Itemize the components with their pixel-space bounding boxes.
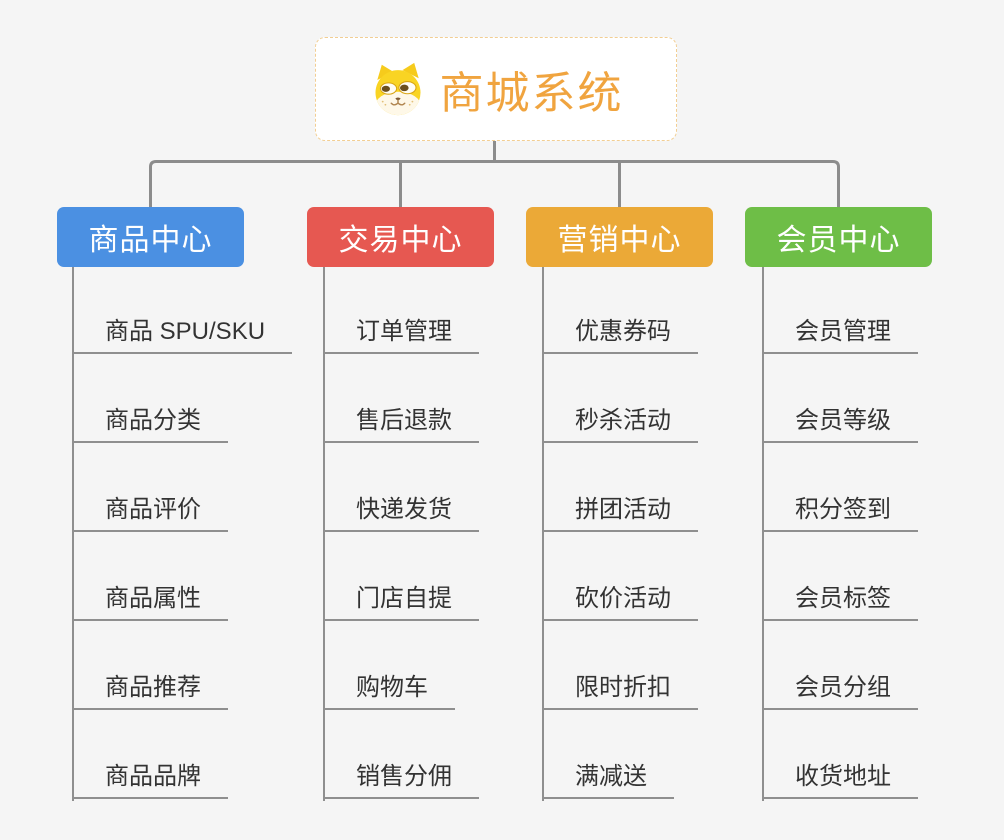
leaf-node[interactable]: 商品 SPU/SKU: [72, 316, 293, 355]
leaf-node[interactable]: 会员分组: [762, 672, 918, 711]
branch-children-member-center: 会员管理 会员等级 积分签到 会员标签 会员分组 收货地址: [762, 267, 992, 801]
branch-node-member-center[interactable]: 会员中心: [745, 207, 932, 267]
root-node[interactable]: 商城系统: [315, 37, 677, 141]
branch-node-product-center[interactable]: 商品中心: [57, 207, 244, 267]
leaf-node[interactable]: 销售分佣: [323, 761, 479, 800]
root-node-label: 商城系统: [439, 69, 624, 118]
leaf-node[interactable]: 购物车: [323, 672, 455, 711]
branch-node-trade-center[interactable]: 交易中心: [307, 207, 494, 267]
leaf-node[interactable]: 会员等级: [762, 405, 918, 444]
leaf-node[interactable]: 优惠券码: [542, 316, 698, 355]
leaf-node[interactable]: 秒杀活动: [542, 405, 698, 444]
leaf-node[interactable]: 限时折扣: [542, 672, 698, 711]
leaf-node[interactable]: 门店自提: [323, 583, 479, 622]
dog-face-icon: [375, 62, 420, 116]
leaf-node[interactable]: 满减送: [542, 761, 674, 800]
branch-node-marketing-center[interactable]: 营销中心: [526, 207, 713, 267]
branch-children-trade-center: 订单管理 售后退款 快递发货 门店自提 购物车 销售分佣: [323, 267, 553, 801]
leaf-node[interactable]: 会员标签: [762, 583, 918, 622]
leaf-node[interactable]: 商品分类: [72, 405, 228, 444]
leaf-node[interactable]: 商品评价: [72, 494, 228, 533]
leaf-node[interactable]: 售后退款: [323, 405, 479, 444]
leaf-node[interactable]: 商品推荐: [72, 672, 228, 711]
leaf-node[interactable]: 收货地址: [762, 761, 918, 800]
leaf-node[interactable]: 拼团活动: [542, 494, 698, 533]
branch-children-product-center: 商品 SPU/SKU 商品分类 商品评价 商品属性 商品推荐 商品品牌: [72, 267, 302, 801]
leaf-node[interactable]: 积分签到: [762, 494, 918, 533]
leaf-node[interactable]: 订单管理: [323, 316, 479, 355]
leaf-node[interactable]: 快递发货: [323, 494, 479, 533]
leaf-node[interactable]: 会员管理: [762, 316, 918, 355]
leaf-node[interactable]: 砍价活动: [542, 583, 698, 622]
leaf-node[interactable]: 商品品牌: [72, 761, 228, 800]
leaf-node[interactable]: 商品属性: [72, 583, 228, 622]
branch-children-marketing-center: 优惠券码 秒杀活动 拼团活动 砍价活动 限时折扣 满减送: [542, 267, 772, 801]
